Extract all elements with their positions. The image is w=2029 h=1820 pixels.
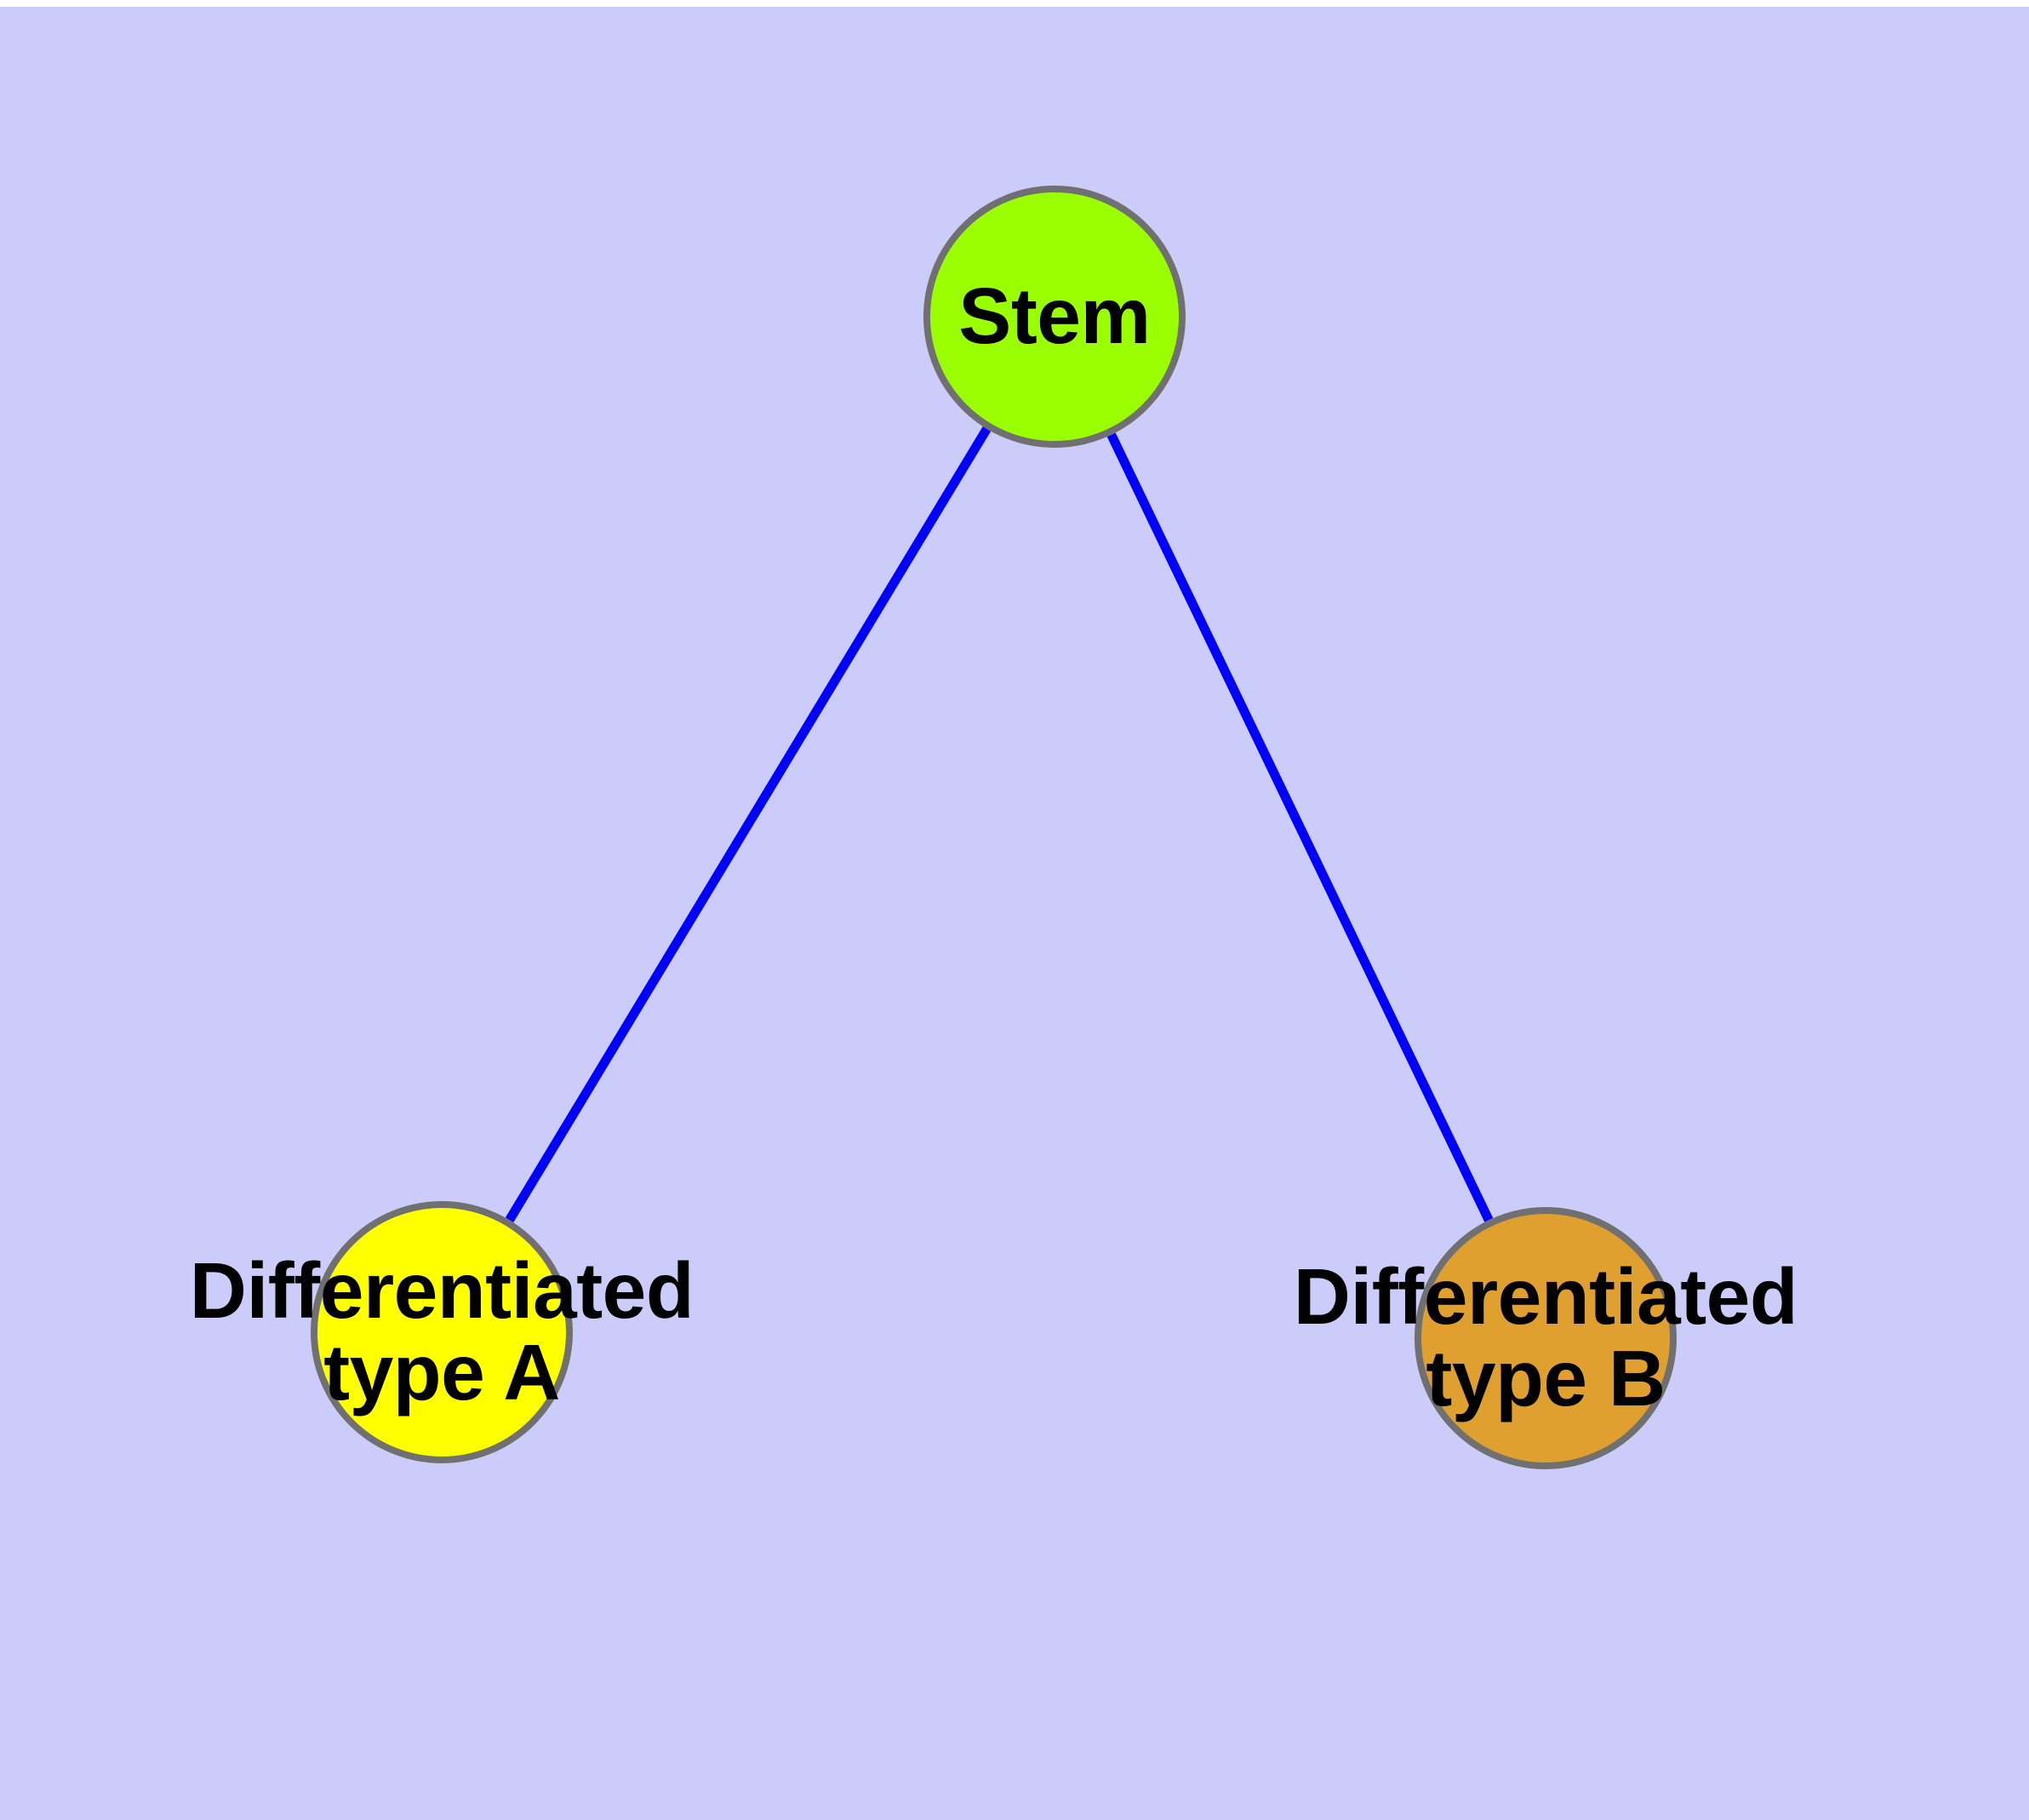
edge-stem-to-differentiated-type-a[interactable] [505, 426, 992, 1222]
node-differentiated-type-b[interactable] [1415, 1207, 1677, 1469]
edge-layer [505, 426, 1494, 1222]
edge-stem-to-differentiated-type-b[interactable] [1106, 432, 1494, 1222]
node-layer [311, 186, 1677, 1469]
node-stem[interactable] [923, 186, 1186, 448]
node-differentiated-type-a[interactable] [311, 1201, 573, 1463]
